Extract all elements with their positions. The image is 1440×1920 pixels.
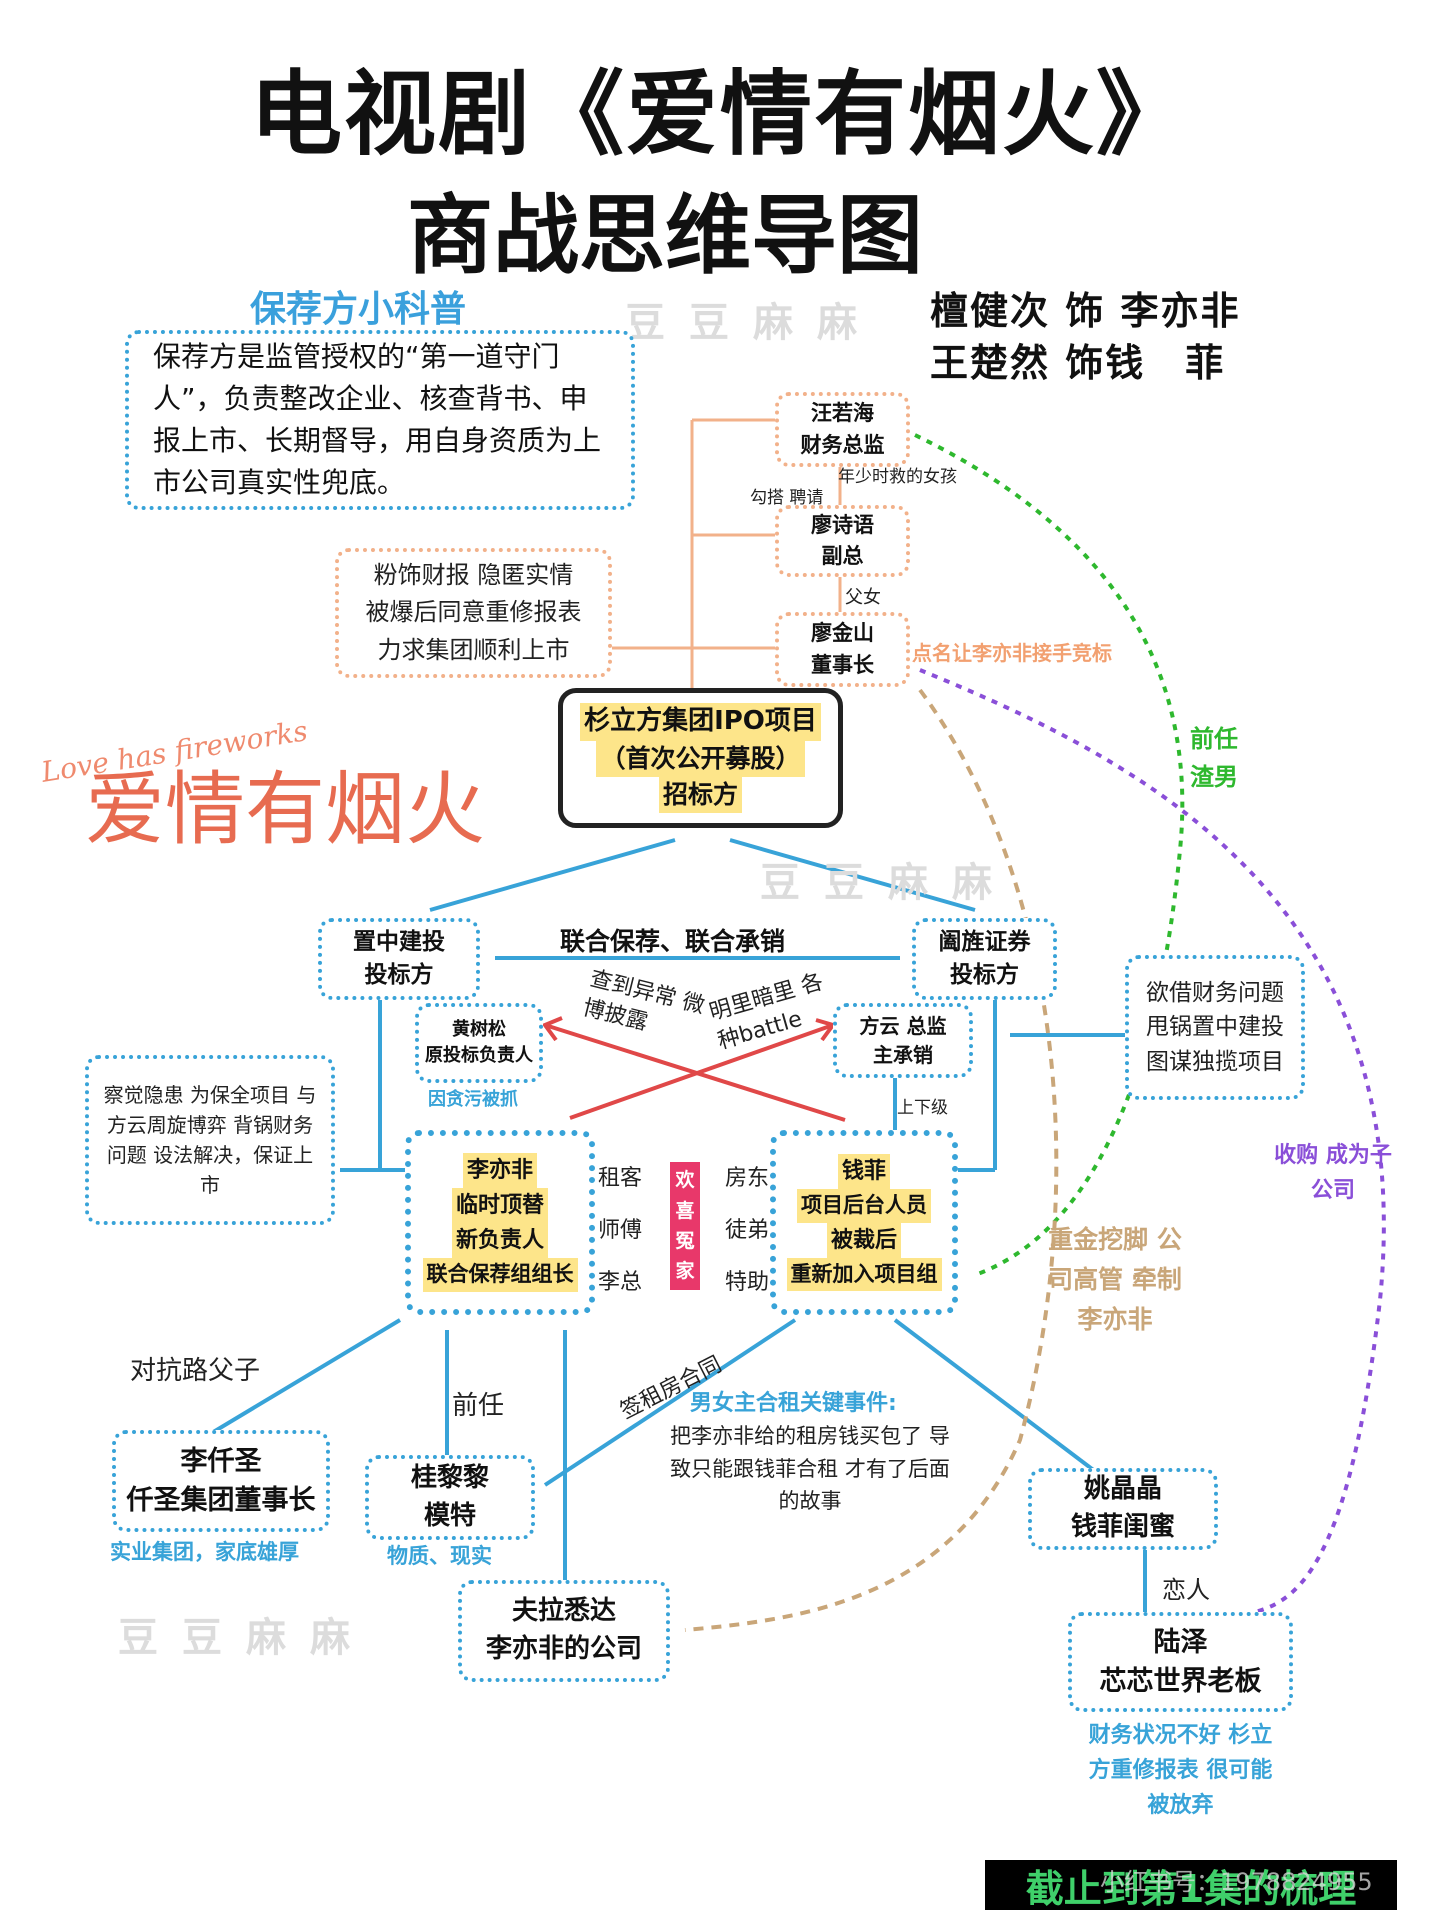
caption-young-girl: 年少时救的女孩 xyxy=(838,467,957,487)
caption-qianren: 前任 xyxy=(452,1391,505,1421)
caption-duikang: 对抗路父子 xyxy=(130,1356,261,1386)
node-center: 杉立方集团IPO项目 （首次公开募股） 招标方 xyxy=(558,688,843,828)
explainer-heading: 保荐方小科普 xyxy=(250,289,467,330)
node-liao-jinshan: 廖金山 董事长 xyxy=(775,612,910,687)
node-liao-shiyu: 廖诗语 副总 xyxy=(775,505,910,577)
title-line2: 商战思维导图 xyxy=(407,186,923,286)
caption-shifu: 师傅 xyxy=(598,1218,643,1243)
logo-chinese: 爱情有烟火 xyxy=(85,763,485,856)
caption-dianming: 点名让李亦非接手竞标 xyxy=(912,641,1112,665)
badge-huanxi: 欢喜冤家 xyxy=(670,1162,700,1290)
caption-zuke: 租客 xyxy=(598,1166,643,1191)
event-title: 男女主合租关键事件: xyxy=(690,1391,897,1416)
caption-wuzhi: 物质、现实 xyxy=(387,1544,492,1568)
note-zhizhong-box: 察觉隐患 为保全项目 与方云周旋博弈 背锅财务问题 设法解决，保证上市 xyxy=(85,1055,335,1225)
caption-qianren-zhanan: 前任 渣男 xyxy=(1190,725,1238,792)
node-guilili: 桂黎黎 模特 xyxy=(365,1455,535,1540)
cast-line1: 檀健次 饰 李亦非 xyxy=(930,289,1241,333)
title-line1: 电视剧《爱情有烟火》 xyxy=(249,61,1190,168)
cast-line2: 王楚然 饰钱 菲 xyxy=(930,341,1226,385)
explainer-body: 保荐方是监管授权的“第一道守门人”，负责整改企业、核查背书、申报上市、长期督导，… xyxy=(153,340,602,499)
node-wang: 汪若海 财务总监 xyxy=(775,392,910,467)
caption-fangdong: 房东 xyxy=(725,1166,770,1191)
caption-lizong: 李总 xyxy=(598,1270,643,1295)
watermark-top: 豆豆麻麻 xyxy=(625,300,881,346)
caption-tezhu: 特助 xyxy=(725,1270,770,1295)
caption-lianhe: 联合保荐、联合承销 xyxy=(560,927,786,956)
caption-fuun: 父女 xyxy=(845,587,881,608)
footer-banner: 截止到第1集的梳理 xyxy=(985,1860,1397,1911)
node-zhizhong: 置中建投 投标方 xyxy=(318,918,480,1000)
node-liyifei: 李亦非 临时顶替 新负责人 联合保荐组组长 xyxy=(405,1130,595,1315)
caption-tanwu: 因贪污被抓 xyxy=(428,1089,518,1110)
watermark-bottom: 豆豆麻麻 xyxy=(118,1615,374,1661)
node-fula: 夫拉悉达 李亦非的公司 xyxy=(458,1580,670,1682)
footer-credit: 小红书号：1978824955 xyxy=(1100,1868,1373,1896)
node-huang: 黄树松 原投标负责人 xyxy=(415,1003,543,1083)
watermark-mid: 豆豆麻麻 xyxy=(760,860,1016,906)
caption-shiye: 实业集团，家底雄厚 xyxy=(110,1540,299,1564)
note-liao-jinshan: 粉饰财报 隐匿实情 被爆后同意重修报表 力求集团顺利上市 xyxy=(365,561,582,664)
caption-shougou: 收购 成为子公司 xyxy=(1274,1143,1392,1204)
green-link xyxy=(914,433,1185,1277)
note-zhizhong: 察觉隐患 为保全项目 与方云周旋博弈 背锅财务问题 设法解决，保证上市 xyxy=(103,1083,317,1197)
node-chuanqi: 阖旌证券 投标方 xyxy=(912,918,1057,1000)
caption-lianren: 恋人 xyxy=(1162,1576,1210,1604)
explainer-box: 保荐方是监管授权的“第一道守门人”，负责整改企业、核查背书、申报上市、长期督导，… xyxy=(125,330,635,510)
purple-link xyxy=(919,668,1386,1614)
caption-chonggao: 重金挖脚 公司高管 牵制李亦非 xyxy=(1048,1225,1182,1334)
tan-link xyxy=(684,688,1059,1632)
note-chuanqi: 欲借财务问题 甩锅置中建投 图谋独揽项目 xyxy=(1146,979,1284,1075)
node-yaojingjing: 姚晶晶 钱菲闺蜜 xyxy=(1028,1468,1218,1550)
event-body: 把李亦非给的租房钱买包了 导致只能跟钱菲合租 才有了后面的故事 xyxy=(670,1424,950,1514)
node-fangyun: 方云 总监 主承销 xyxy=(833,1003,973,1078)
caption-shangxia: 上下级 xyxy=(897,1098,948,1118)
note-liao-jinshan-box: 粉饰财报 隐匿实情 被爆后同意重修报表 力求集团顺利上市 xyxy=(335,548,612,678)
caption-luze-note: 财务状况不好 杉立方重修报表 很可能被放弃 xyxy=(1088,1723,1273,1819)
node-qianfei: 钱菲 项目后台人员 被裁后 重新加入项目组 xyxy=(770,1130,958,1315)
note-chuanqi-box: 欲借财务问题 甩锅置中建投 图谋独揽项目 xyxy=(1125,955,1305,1100)
node-luze: 陆泽 芯芯世界老板 xyxy=(1068,1612,1293,1712)
node-liqiansheng: 李仟圣 仟圣集团董事长 xyxy=(112,1430,330,1532)
caption-gouda: 勾搭 聘请 xyxy=(750,488,824,508)
caption-tudi: 徒弟 xyxy=(725,1218,770,1243)
